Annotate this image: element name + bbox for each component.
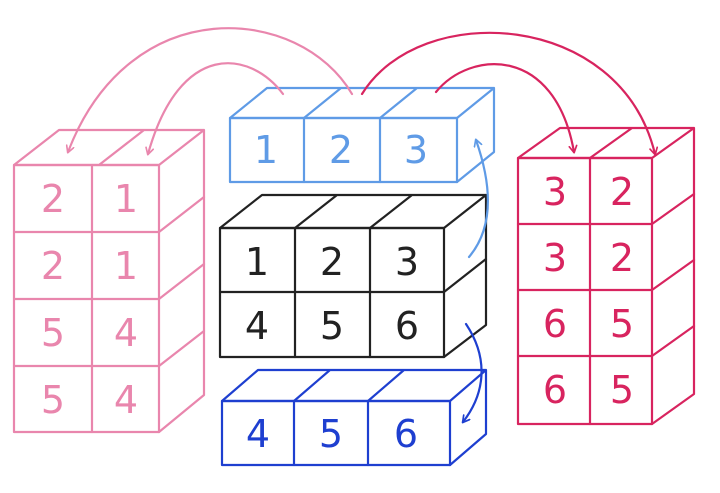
right-cell-r1c2: 2	[610, 170, 634, 214]
center-cell-r2c2: 5	[320, 304, 344, 348]
left-cell-r2c2: 1	[114, 244, 138, 288]
arrow-top-to-left-inner	[148, 62, 285, 154]
right-cell-r1c1: 3	[543, 170, 567, 214]
top-block: 1 2 3	[228, 86, 496, 184]
left-cell-r4c2: 4	[114, 378, 138, 422]
right-cell-r2c1: 3	[543, 236, 567, 280]
top-cell-2: 2	[329, 128, 353, 172]
bottom-cell-2: 5	[319, 412, 343, 456]
bottom-block: 4 5 6	[220, 368, 488, 467]
arrow-top-to-left-outer	[68, 27, 354, 152]
right-cell-r4c1: 6	[543, 368, 567, 412]
center-cell-r1c1: 1	[245, 240, 269, 284]
center-cell-r2c3: 6	[395, 304, 419, 348]
arrow-center-to-top	[467, 140, 489, 259]
left-cell-r3c2: 4	[114, 311, 138, 355]
bottom-cell-1: 4	[246, 412, 270, 456]
left-block: 2 1 2 1 5 4 5 4	[12, 128, 206, 434]
left-cell-r3c1: 5	[41, 311, 65, 355]
right-cell-r3c2: 5	[610, 302, 634, 346]
left-cell-r1c1: 2	[41, 177, 65, 221]
right-cell-r3c1: 6	[543, 302, 567, 346]
right-cell-r4c2: 5	[610, 368, 634, 412]
center-cell-r1c3: 3	[395, 240, 419, 284]
center-block: 1 2 3 4 5 6	[218, 193, 488, 359]
top-cell-1: 1	[254, 128, 278, 172]
left-cell-r4c1: 5	[41, 378, 65, 422]
center-cell-r1c2: 2	[320, 240, 344, 284]
left-cell-r1c2: 1	[114, 177, 138, 221]
arrow-center-to-bottom	[463, 322, 483, 422]
arrow-top-to-right-inner	[434, 63, 574, 152]
right-cell-r2c2: 2	[610, 236, 634, 280]
right-block: 3 2 3 2 6 5 6 5	[516, 126, 696, 426]
center-cell-r2c1: 4	[245, 304, 269, 348]
bottom-cell-3: 6	[394, 412, 418, 456]
arrow-top-to-right-outer	[360, 31, 655, 154]
top-cell-3: 3	[404, 128, 428, 172]
left-cell-r2c1: 2	[41, 244, 65, 288]
